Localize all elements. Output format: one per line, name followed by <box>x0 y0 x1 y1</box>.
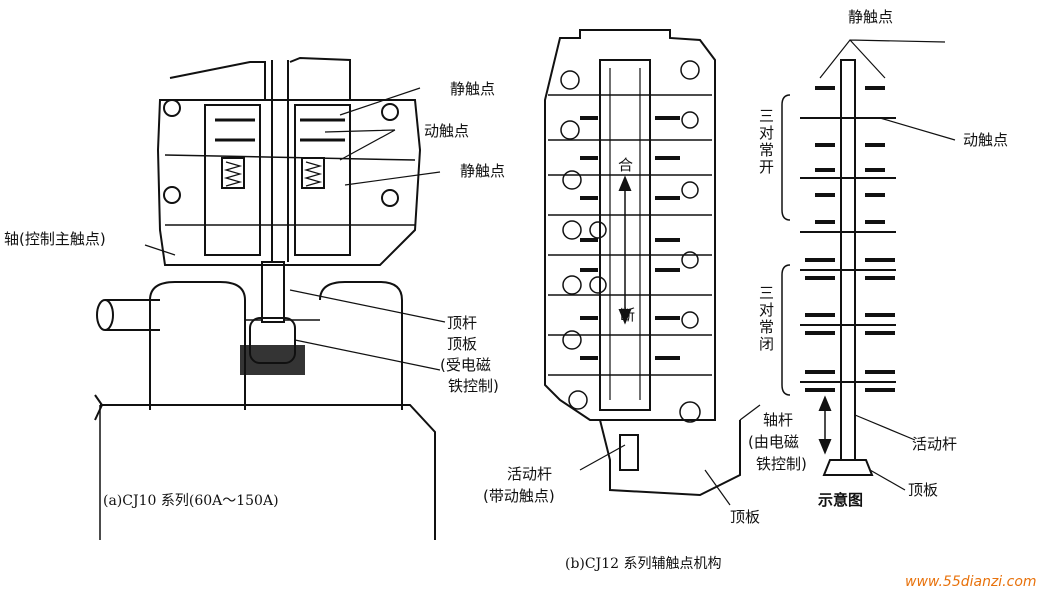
left-chamber <box>204 104 261 256</box>
leader-shaft <box>144 244 176 256</box>
label-s-title: 示意图 <box>818 491 864 509</box>
label-s-top-plate: 顶板 <box>908 481 939 499</box>
label-b-electromagnet-1: (由电磁 <box>748 433 799 451</box>
left-lower-block <box>149 281 246 410</box>
label-s-moving-contact: 动触点 <box>963 131 1009 149</box>
housing-top <box>169 56 351 100</box>
leader-shaft-rod <box>739 404 761 421</box>
label-s-three-nc: 三对常闭 <box>757 285 775 353</box>
aux-contact-bars <box>580 116 680 360</box>
schematic-motion-arrows <box>818 395 832 455</box>
label-s-three-no: 三对常开 <box>757 108 775 176</box>
leader-schematic-rod <box>854 414 916 441</box>
leader-top-plate <box>294 339 441 371</box>
figure-b-drawing <box>544 29 761 506</box>
label-b-top-plate: 顶板 <box>730 508 761 526</box>
top-plate-shadow <box>240 345 305 375</box>
leader-static-bottom <box>344 171 441 186</box>
label-a-static-contact-bottom: 静触点 <box>460 162 506 180</box>
label-b-moving-rod-note: (带动触点) <box>483 487 555 505</box>
label-b-shaft-rod: 轴杆 <box>763 411 794 429</box>
caption-b: (b)CJ12 系列辅触点机构 <box>565 556 722 572</box>
watermark: www.55dianzi.com <box>905 574 1037 590</box>
label-a-shaft: 轴(控制主触点) <box>4 230 106 248</box>
leader-static-top <box>339 87 421 116</box>
base-outline <box>94 394 436 540</box>
leader-schematic-static <box>819 39 946 79</box>
leader-moving-rod <box>579 444 626 471</box>
aux-moving-rod-lower <box>619 434 639 471</box>
aux-row-separators <box>548 94 712 376</box>
nc-contact-pairs <box>800 258 896 392</box>
right-lower-block <box>319 281 403 410</box>
screw-tr <box>381 103 399 121</box>
right-spring-box <box>301 157 325 189</box>
center-divider <box>271 60 289 262</box>
right-spring <box>303 161 323 187</box>
aux-center-rod <box>599 59 651 411</box>
label-b-open: 断 <box>620 306 636 324</box>
leader-top-plate-b <box>704 469 731 506</box>
leader-schematic-moving <box>879 117 956 141</box>
label-s-static-contact: 静触点 <box>848 8 894 26</box>
no-bracket <box>781 94 791 221</box>
leader-moving <box>324 129 396 161</box>
aux-housing <box>544 29 716 421</box>
shaft-end <box>96 299 114 331</box>
aux-motion-arrows <box>618 175 632 325</box>
caption-a: (a)CJ10 系列(60A～150A) <box>103 493 279 509</box>
label-s-moving-rod: 活动杆 <box>912 435 958 453</box>
nc-bracket <box>781 264 791 396</box>
screw-tl <box>163 99 181 117</box>
label-a-top-plate: 顶板 <box>447 335 478 353</box>
schematic-top-plate <box>822 459 874 476</box>
no-contact-pairs <box>800 86 896 233</box>
left-spring-box <box>221 157 245 189</box>
left-spring <box>223 161 243 187</box>
label-b-moving-rod: 活动杆 <box>507 465 553 483</box>
screw-bl <box>163 186 181 204</box>
push-rod <box>261 261 285 323</box>
screw-br <box>381 189 399 207</box>
schematic-drawing <box>781 39 956 491</box>
right-contact-bars <box>300 118 345 142</box>
figure-a-drawing <box>94 56 446 540</box>
label-a-electromagnet-2: 铁控制) <box>448 377 499 395</box>
leader-schematic-plate <box>869 469 906 491</box>
aux-rod-lines <box>609 68 641 400</box>
leader-push-rod <box>289 289 446 323</box>
label-a-static-contact-top: 静触点 <box>450 80 496 98</box>
left-contact-bars <box>215 118 255 142</box>
label-b-close: 合 <box>618 156 634 174</box>
aux-screws <box>560 60 701 423</box>
label-a-moving-contact: 动触点 <box>424 122 470 140</box>
label-b-electromagnet-2: 铁控制) <box>756 455 807 473</box>
label-a-push-rod: 顶杆 <box>447 314 478 332</box>
aux-bottom-mech <box>599 419 741 497</box>
label-a-electromagnet-1: (受电磁 <box>440 356 491 374</box>
right-chamber <box>294 104 351 256</box>
schematic-rod <box>840 59 856 461</box>
housing-body <box>156 99 422 266</box>
housing-ribs <box>164 154 416 226</box>
